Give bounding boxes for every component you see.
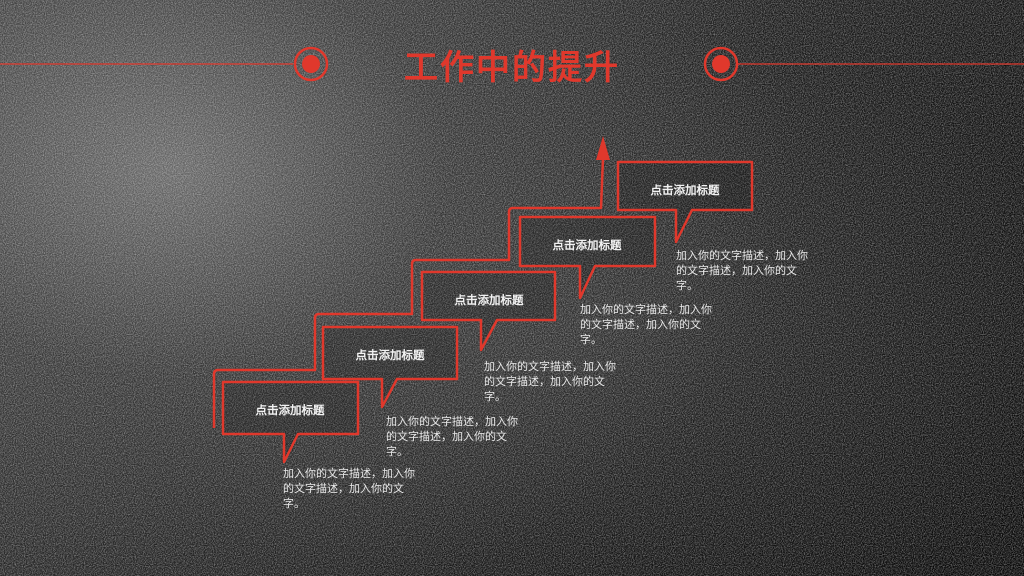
stair-line [212,157,605,428]
step-box-4 [518,215,657,300]
step-1-title: 点击添加标题 [255,403,325,417]
step-box-5 [616,160,754,244]
target-icon-left [293,46,329,82]
step-4-title: 点击添加标题 [552,238,622,252]
step-2-title: 点击添加标题 [355,348,425,362]
step-box-1 [221,380,360,464]
step-4-description: 加入你的文字描述，加入你的文字描述，加入你的文字。 [580,303,712,346]
target-icon-right [703,46,739,82]
step-3-title: 点击添加标题 [454,293,524,307]
step-3-description: 加入你的文字描述，加入你的文字描述，加入你的文字。 [484,360,616,403]
step-box-3 [420,270,557,352]
step-5-description: 加入你的文字描述，加入你的文字描述，加入你的文字。 [676,249,808,292]
step-1-description: 加入你的文字描述，加入你的文字描述，加入你的文字。 [283,467,415,510]
step-2-description: 加入你的文字描述，加入你的文字描述，加入你的文字。 [386,415,518,458]
step-5-title: 点击添加标题 [650,183,720,197]
step-box-2 [321,325,459,409]
up-arrow-icon [596,136,610,160]
page-title: 工作中的提升 [404,48,620,88]
